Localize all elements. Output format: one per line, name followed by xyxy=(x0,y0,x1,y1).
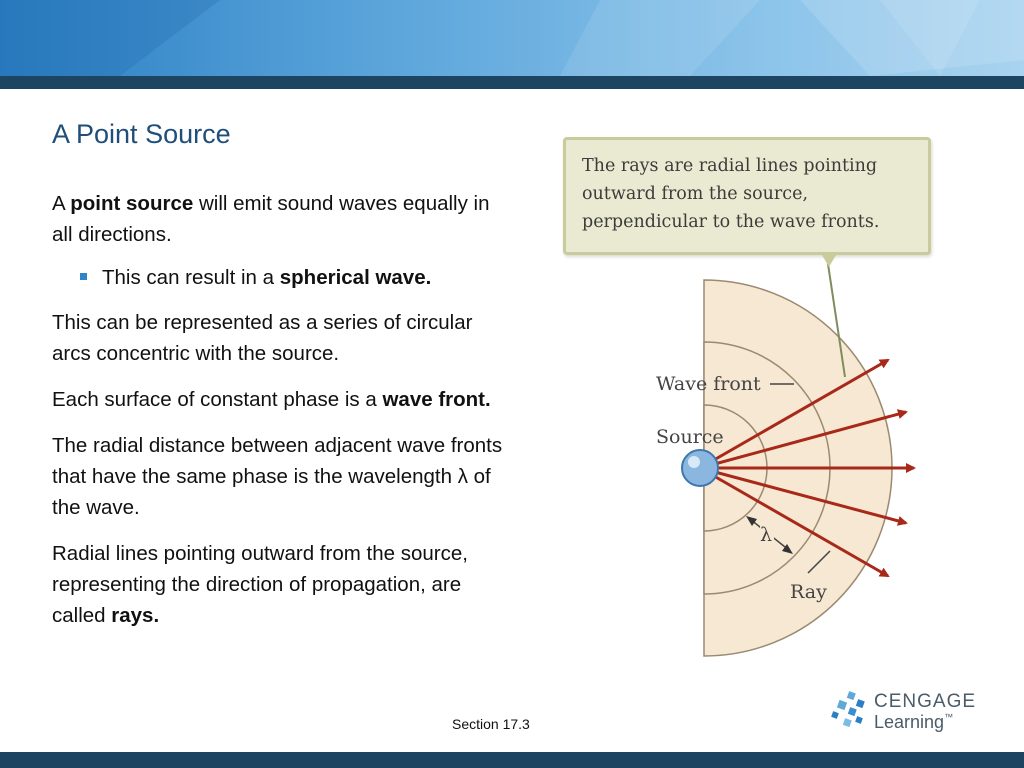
slide-body: A point source will emit sound waves equ… xyxy=(52,188,512,646)
source-sphere-icon xyxy=(681,449,719,487)
paragraph-point-source: A point source will emit sound waves equ… xyxy=(52,188,512,250)
label-ray: Ray xyxy=(790,581,827,603)
lambda-label-bg xyxy=(760,523,774,545)
header-banner xyxy=(0,0,1024,76)
label-wave-front: Wave front xyxy=(656,373,761,395)
label-lambda: λ xyxy=(760,524,772,546)
logo-subtitle: Learning™ xyxy=(874,712,953,733)
source-highlight xyxy=(688,456,700,468)
header-rule xyxy=(0,76,1024,89)
slide-title: A Point Source xyxy=(52,119,231,149)
section-number: Section 17.3 xyxy=(452,716,530,732)
wavelength-arrow-end xyxy=(782,544,793,554)
text-run: Radial lines pointing outward from the s… xyxy=(52,542,468,627)
paragraph-arcs: This can be represented as a series of c… xyxy=(52,311,473,365)
ray-arrow xyxy=(699,409,908,470)
figure-callout: The rays are radial lines pointing outwa… xyxy=(563,137,931,255)
text-run: This can result in a xyxy=(102,266,280,289)
text-run: will emit sound waves equally in all dir… xyxy=(52,192,490,246)
paragraph-rays: Radial lines pointing outward from the s… xyxy=(52,538,512,631)
text-run: A xyxy=(52,192,71,215)
rays xyxy=(699,358,916,578)
ray-arrow xyxy=(699,466,908,526)
logo-trademark: ™ xyxy=(944,712,954,722)
cengage-logo: CENGAGE Learning™ xyxy=(830,688,990,738)
point-source-diagram: Wave front Source λ Ray xyxy=(656,255,916,657)
wavelength-arrow-start xyxy=(746,516,757,526)
banner-decoration xyxy=(0,0,1024,76)
label-ray-leader xyxy=(807,550,831,574)
callout-pointer-line xyxy=(827,263,846,378)
bullet-spherical-wave: This can result in a spherical wave. xyxy=(52,262,512,293)
logo-subtitle-text: Learning xyxy=(874,712,945,732)
term-point-source: point source xyxy=(70,192,194,215)
term-rays: rays. xyxy=(111,604,160,627)
footer-bar xyxy=(0,752,1024,768)
logo-wordmark: CENGAGE xyxy=(874,691,977,712)
term-spherical-wave: spherical wave. xyxy=(279,266,432,289)
callout-pointer-tip xyxy=(822,255,836,267)
paragraph-wavelength: The radial distance between adjacent wav… xyxy=(52,434,503,519)
cengage-dots-icon xyxy=(831,691,865,728)
ray-arrow xyxy=(699,466,890,578)
bullet-square-icon xyxy=(80,273,87,280)
label-source: Source xyxy=(656,426,724,448)
term-wave-front: wave front. xyxy=(382,388,491,411)
text-run: Each surface of constant phase is a xyxy=(52,388,383,411)
ray-arrow xyxy=(699,358,890,470)
paragraph-wave-front: Each surface of constant phase is a wave… xyxy=(52,384,512,415)
